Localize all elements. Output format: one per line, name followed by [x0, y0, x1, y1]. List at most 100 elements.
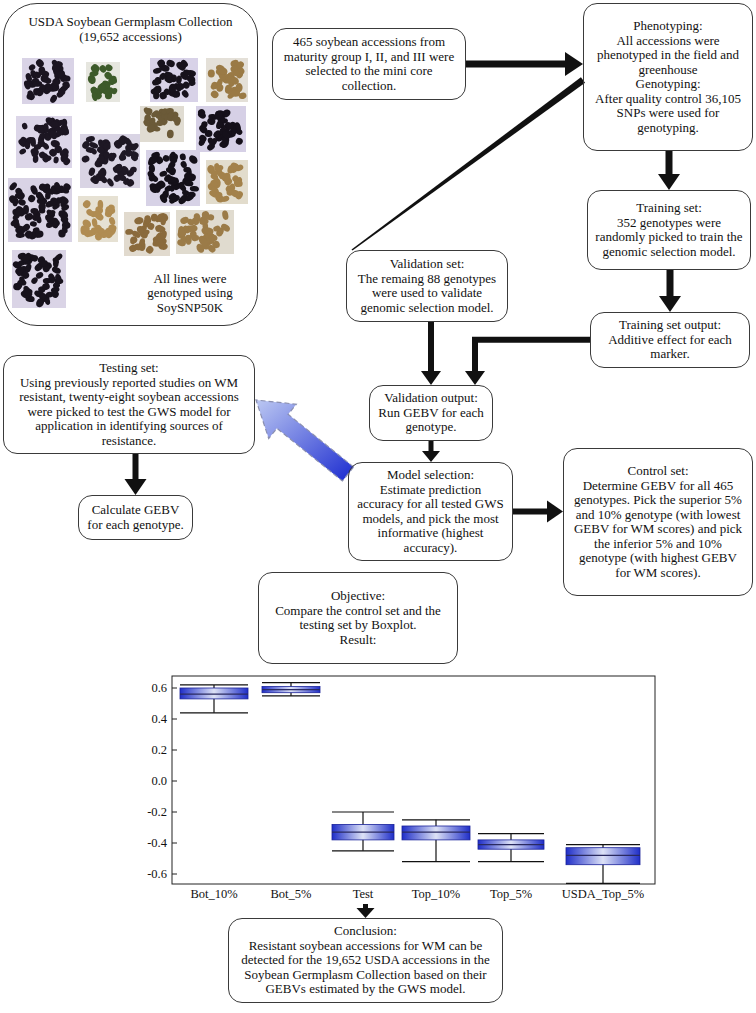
node-text: Objective: [266, 589, 450, 604]
seed [130, 166, 137, 173]
seed [81, 154, 91, 163]
seed-photo [7, 178, 72, 242]
seed [14, 187, 24, 197]
seed [211, 170, 218, 178]
seed [103, 143, 111, 150]
seed [51, 265, 62, 275]
connector-line [466, 61, 566, 68]
seed [156, 59, 165, 68]
photo-ground [176, 210, 234, 254]
seed [108, 216, 116, 226]
node-text: Training set output: [598, 318, 742, 333]
seed [21, 270, 31, 280]
seed [125, 229, 133, 235]
connector [421, 322, 441, 385]
seed [44, 297, 51, 306]
seed [229, 161, 240, 171]
seed [48, 129, 59, 141]
node-text: USDA Soybean Germplasm Collection (19,65… [18, 15, 243, 44]
seed [103, 88, 113, 96]
process-box: Objective:Compare the control set and th… [258, 572, 458, 664]
photo-ground [12, 250, 66, 308]
connector-line [352, 77, 586, 250]
node-text: Estimate prediction accuracy for all tes… [356, 483, 505, 556]
seed-photo [16, 115, 72, 168]
seed [31, 254, 39, 262]
seed [180, 160, 188, 169]
median-line [262, 689, 320, 690]
seed [91, 218, 98, 228]
seed [16, 232, 25, 238]
seed-photo [78, 196, 118, 242]
node-text: The remaing 88 genotypes were used to va… [354, 272, 500, 316]
iqr-box [332, 824, 394, 840]
box-whisker [180, 683, 640, 884]
arrow-head [658, 174, 680, 190]
connector [125, 454, 147, 495]
node-text: Determine GEBV for all 465 genotypes. Pi… [571, 479, 745, 581]
seed [144, 245, 154, 255]
node-text: Model selection: [356, 468, 505, 483]
seed [38, 183, 48, 192]
process-box: Training set output:Additive effect for … [590, 312, 750, 368]
seed [23, 229, 34, 240]
seed [97, 200, 103, 209]
seed [96, 154, 107, 164]
axis-tick [172, 812, 177, 813]
process-box: Validation output:Run GEBV for each geno… [369, 385, 493, 441]
axis-tick [172, 750, 177, 751]
seed [131, 229, 142, 239]
photo-ground [22, 58, 74, 104]
conclusion-box: Conclusion:Resistant soybean accessions … [228, 918, 503, 1003]
seed [100, 232, 109, 238]
seed [179, 153, 186, 161]
seed [88, 141, 99, 150]
axis-tick-label: 0.0 [151, 774, 167, 788]
seed [205, 130, 213, 138]
connector [357, 904, 375, 918]
process-box: 465 soybean accessions from maturity gro… [272, 28, 466, 100]
seed [114, 164, 124, 173]
arrow-head [421, 371, 441, 385]
seed [212, 225, 221, 233]
seed [122, 177, 131, 186]
photo-ground [78, 196, 118, 242]
seed [42, 155, 51, 164]
seed [47, 272, 56, 281]
node-text: Training set: [595, 201, 743, 216]
process-box: Model selection:Estimate prediction accu… [348, 462, 513, 561]
node-text: Conclusion: [236, 924, 495, 939]
seed [232, 69, 241, 78]
seed [104, 206, 114, 216]
seed [148, 164, 155, 173]
seed [160, 215, 167, 225]
seed [162, 154, 171, 163]
seed [150, 174, 159, 183]
seed-photo [146, 150, 200, 206]
seed-photo [176, 210, 234, 254]
seed [154, 224, 163, 233]
seed [161, 189, 170, 198]
median-line [402, 832, 470, 833]
whisker-cap [332, 850, 394, 851]
dashed-block-arrow [256, 400, 354, 481]
seed [208, 70, 215, 78]
whisker-cap [180, 684, 248, 685]
connector [256, 400, 354, 481]
seed [38, 203, 46, 211]
seed [226, 74, 237, 84]
connector [513, 501, 563, 523]
seed [61, 80, 70, 89]
connector-line [429, 441, 434, 453]
seed [151, 78, 161, 87]
seed [142, 106, 152, 117]
axis-ticks [172, 688, 177, 874]
seed [112, 173, 122, 183]
process-box: Control set:Determine GEBV for all 465 g… [563, 448, 753, 596]
seed [35, 214, 43, 224]
seed [41, 282, 50, 291]
seed [30, 148, 39, 158]
seed [217, 66, 228, 76]
seed [216, 83, 225, 92]
node-text: Using previously reported studies on WM … [11, 376, 247, 449]
